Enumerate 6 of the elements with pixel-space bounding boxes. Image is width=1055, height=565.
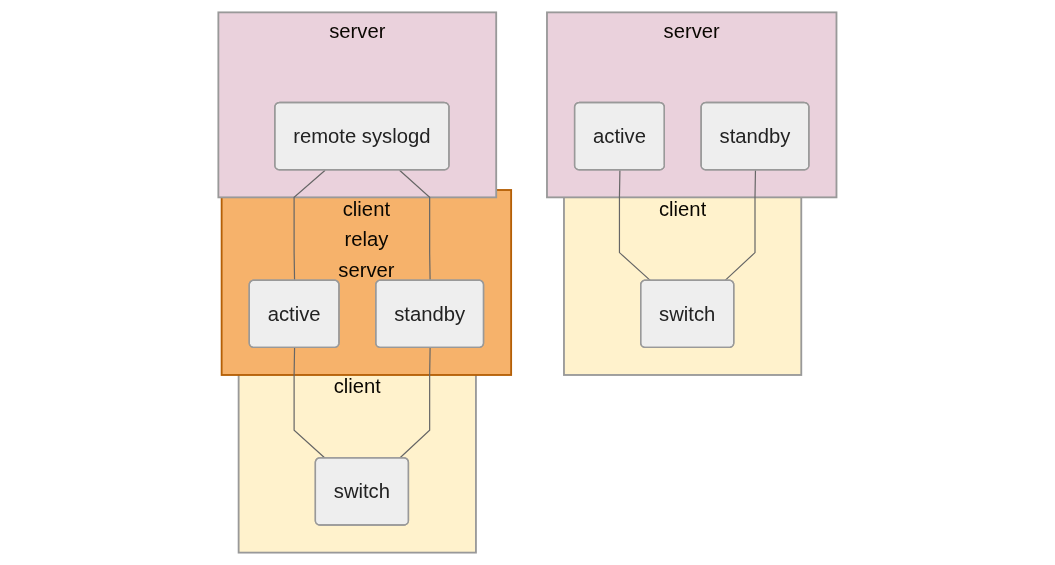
connector	[293, 169, 326, 282]
connector	[618, 169, 652, 282]
connector	[724, 169, 757, 282]
connector	[399, 347, 431, 459]
connector	[399, 169, 431, 282]
connector	[293, 347, 326, 459]
